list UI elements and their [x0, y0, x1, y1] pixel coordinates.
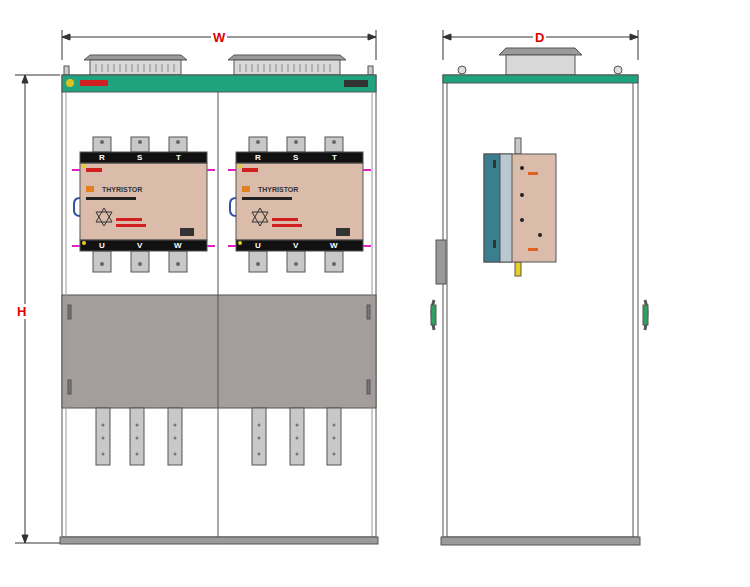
phase-label: W [330, 240, 338, 251]
phase-label: U [255, 240, 261, 251]
module-name: THYRISTOR [258, 185, 298, 194]
phase-label: S [137, 152, 142, 163]
module-name: THYRISTOR [102, 185, 142, 194]
thyristor-module: R S T THYRISTOR U V W [80, 152, 207, 251]
phase-label: W [174, 240, 182, 251]
phase-label: S [293, 152, 298, 163]
phase-label: T [176, 152, 181, 163]
phase-label: R [255, 152, 261, 163]
phase-label: R [99, 152, 105, 163]
phase-label: V [137, 240, 142, 251]
dimension-label: H [15, 304, 28, 319]
phase-label: T [332, 152, 337, 163]
phase-label: V [293, 240, 298, 251]
dimension-label: D [533, 30, 546, 45]
thyristor-module: R S T THYRISTOR U V W [236, 152, 363, 251]
phase-label: U [99, 240, 105, 251]
dimension-label: W [211, 30, 227, 45]
